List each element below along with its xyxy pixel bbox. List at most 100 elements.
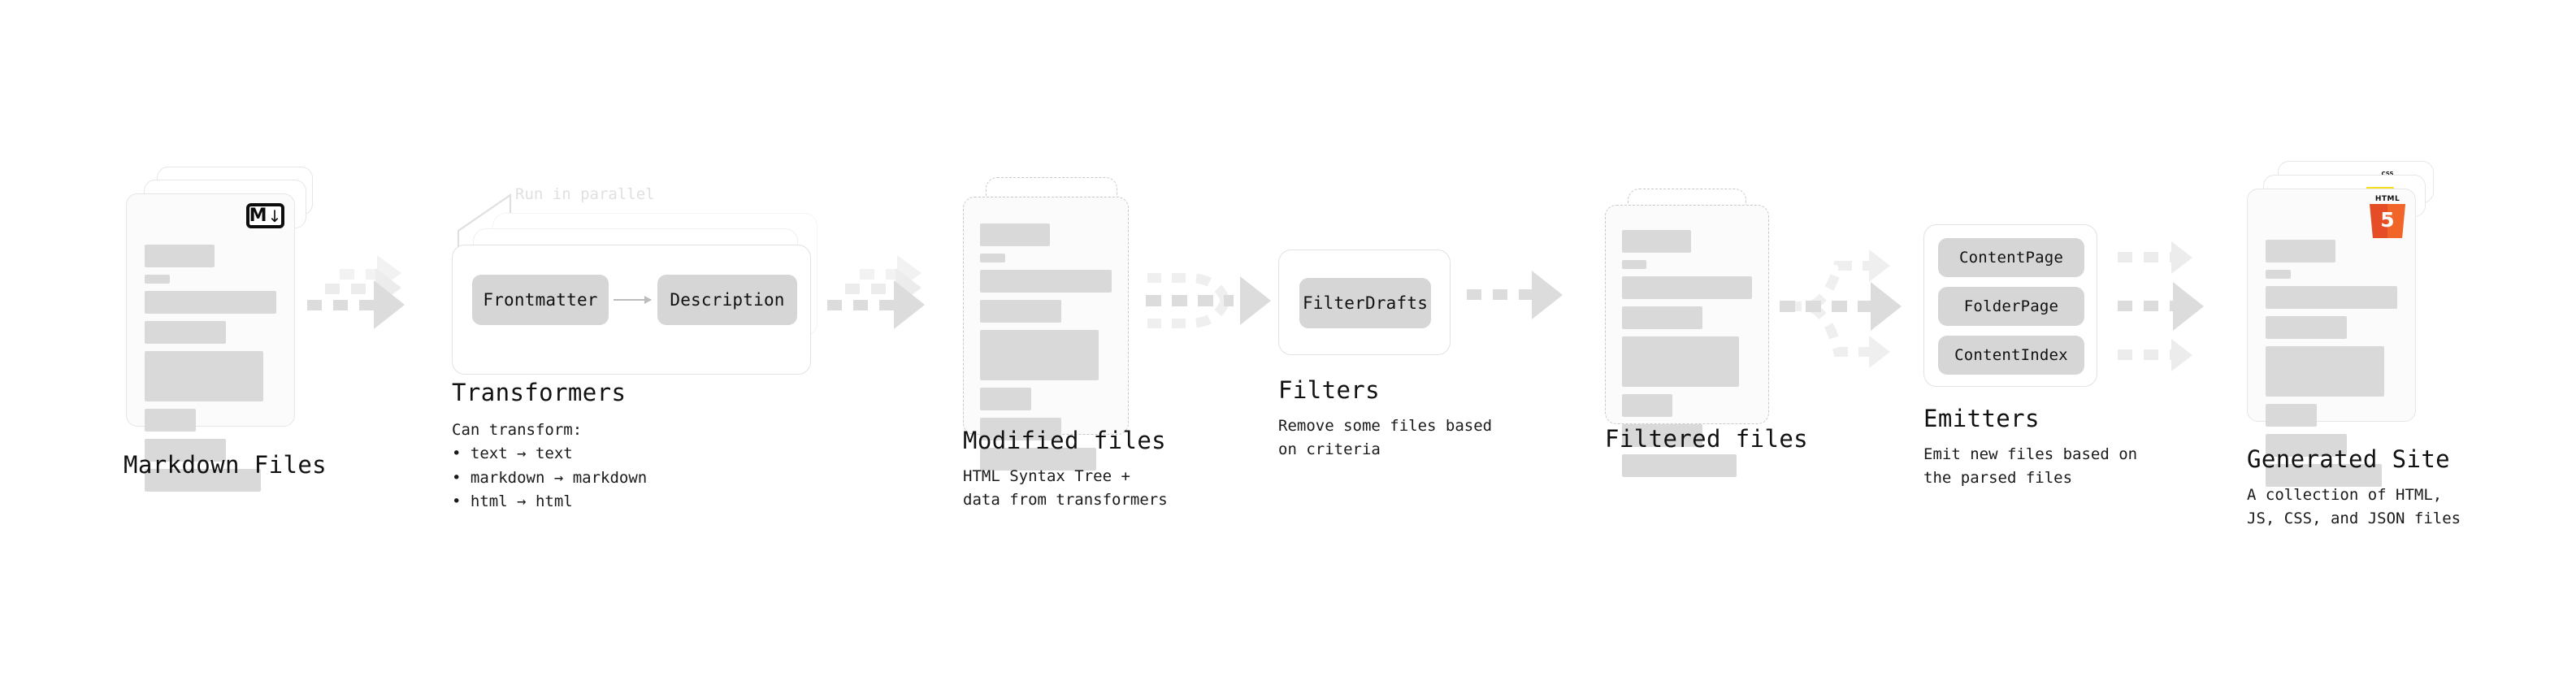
stage-desc-transformers: Can transform: • text → text • markdown …	[452, 421, 648, 511]
doc-skeleton-bars	[980, 223, 1112, 478]
merge-curves	[1146, 273, 1234, 328]
skeleton-bar	[1622, 424, 1703, 447]
skeleton-bar	[1622, 336, 1739, 387]
stage-title-markdown-files: Markdown Files	[124, 451, 327, 479]
flow-arrowhead	[1869, 336, 1890, 368]
transformer-layer-front: Frontmatter Description	[452, 245, 811, 375]
stage-title-generated-site: Generated Site	[2247, 445, 2451, 473]
markdown-icon-arrow: ↓	[267, 206, 282, 226]
flow-arrow-2	[827, 255, 949, 348]
flow-arrowhead	[1240, 276, 1271, 325]
emitters-group: ContentPage FolderPage ContentIndex	[1923, 224, 2097, 387]
flow-arrow-1	[307, 255, 429, 348]
skeleton-bar	[980, 330, 1099, 380]
html5-icon-number: 5	[2380, 208, 2395, 232]
split-curves	[1780, 261, 1876, 357]
html5-icon-caption: HTML	[2374, 195, 2400, 203]
flow-arrow-4	[1467, 271, 1589, 329]
modified-files-stack	[963, 177, 1142, 471]
transformer-pill-description[interactable]: Description	[657, 275, 797, 325]
flow-arrowhead	[374, 280, 405, 329]
doc-skeleton-bars	[2266, 240, 2397, 494]
skeleton-bar	[2266, 464, 2382, 487]
flow-arrowhead	[1871, 282, 1902, 331]
skeleton-bar	[1622, 230, 1691, 253]
stage-desc-generated-site: A collection of HTML, JS, CSS, and JSON …	[2247, 486, 2461, 528]
flow-dash	[307, 300, 385, 310]
skeleton-bar	[145, 439, 227, 462]
flow-arrowhead	[1869, 249, 1890, 282]
filtered-files-stack	[1605, 189, 1784, 477]
doc-card-front: HTML 5	[2247, 189, 2416, 487]
skeleton-bar	[980, 270, 1112, 293]
emitter-pill-folderpage[interactable]: FolderPage	[1938, 287, 2084, 326]
generated-site-stack: CSS HTML 5	[2247, 161, 2442, 487]
skeleton-bar	[2266, 404, 2318, 427]
skeleton-bar	[145, 351, 263, 401]
stage-title-modified-files: Modified files	[963, 427, 1167, 454]
flow-dash	[845, 284, 907, 294]
skeleton-bar	[2266, 316, 2348, 339]
flow-dash	[1467, 289, 1542, 300]
run-in-parallel-bracket	[457, 193, 512, 247]
flow-arrowhead	[1532, 271, 1563, 319]
skeleton-bar	[145, 291, 276, 314]
skeleton-bar	[145, 245, 215, 267]
markdown-icon-letter: M	[249, 205, 267, 226]
stage-desc-modified-files: HTML Syntax Tree + data from transformer…	[963, 467, 1168, 510]
css-icon-label: CSS	[2381, 171, 2394, 177]
skeleton-bar	[145, 409, 197, 432]
flow-arrowhead	[2171, 241, 2192, 274]
stage-title-transformers: Transformers	[452, 379, 627, 406]
stage-desc-emitters: Emit new files based on the parsed files	[1923, 445, 2138, 488]
doc-skeleton-bars	[145, 245, 276, 499]
skeleton-bar	[2266, 286, 2397, 309]
doc-skeleton-bars	[1622, 230, 1752, 484]
skeleton-bar	[145, 321, 227, 344]
flow-arrowhead	[2171, 339, 2192, 371]
skeleton-bar	[2266, 240, 2335, 262]
markdown-files-stack: M↓	[126, 167, 313, 492]
filter-pill-filterdrafts[interactable]: FilterDrafts	[1299, 278, 1431, 328]
run-in-parallel-label: Run in parallel	[515, 185, 655, 203]
skeleton-bar	[145, 275, 170, 284]
stage-title-filters: Filters	[1278, 376, 1381, 404]
skeleton-bar	[1622, 276, 1752, 299]
flow-dash	[2118, 301, 2183, 311]
skeleton-bar	[1622, 306, 1703, 329]
emitter-pill-contentindex[interactable]: ContentIndex	[1938, 336, 2084, 375]
transformers-group: Frontmatter Description	[452, 213, 826, 375]
filters-group: FilterDrafts	[1278, 249, 1451, 355]
skeleton-bar	[2266, 270, 2291, 279]
flow-dash	[2118, 349, 2179, 360]
stage-desc-filters: Remove some files based on criteria	[1278, 417, 1493, 459]
skeleton-bar	[145, 469, 261, 492]
skeleton-bar	[980, 448, 1096, 471]
doc-card-front	[1605, 205, 1769, 477]
markdown-icon: M↓	[246, 203, 284, 228]
emitter-pill-contentpage[interactable]: ContentPage	[1938, 238, 2084, 277]
transformer-connector	[614, 296, 652, 304]
doc-card-front: M↓	[126, 193, 295, 492]
flow-arrow-5-split	[1780, 232, 1926, 378]
skeleton-bar	[980, 388, 1032, 410]
transformer-pill-frontmatter[interactable]: Frontmatter	[472, 275, 609, 325]
skeleton-bar	[2266, 434, 2348, 457]
skeleton-bar	[980, 223, 1050, 246]
flow-arrow-3-merge	[1138, 244, 1284, 358]
doc-card-front	[963, 197, 1129, 471]
flow-dash	[2118, 252, 2179, 262]
skeleton-bar	[2266, 346, 2384, 397]
stage-title-emitters: Emitters	[1923, 405, 2040, 432]
flow-arrowhead	[894, 280, 925, 329]
skeleton-bar	[980, 300, 1062, 323]
html5-icon-shield: 5	[2370, 204, 2405, 238]
html5-icon: HTML 5	[2370, 196, 2405, 238]
stage-title-filtered-files: Filtered files	[1605, 425, 1809, 453]
skeleton-bar	[1622, 394, 1673, 417]
skeleton-bar	[1622, 454, 1737, 477]
skeleton-bar	[980, 254, 1005, 262]
flow-arrow-6	[2113, 232, 2259, 386]
flow-dash	[325, 284, 387, 294]
